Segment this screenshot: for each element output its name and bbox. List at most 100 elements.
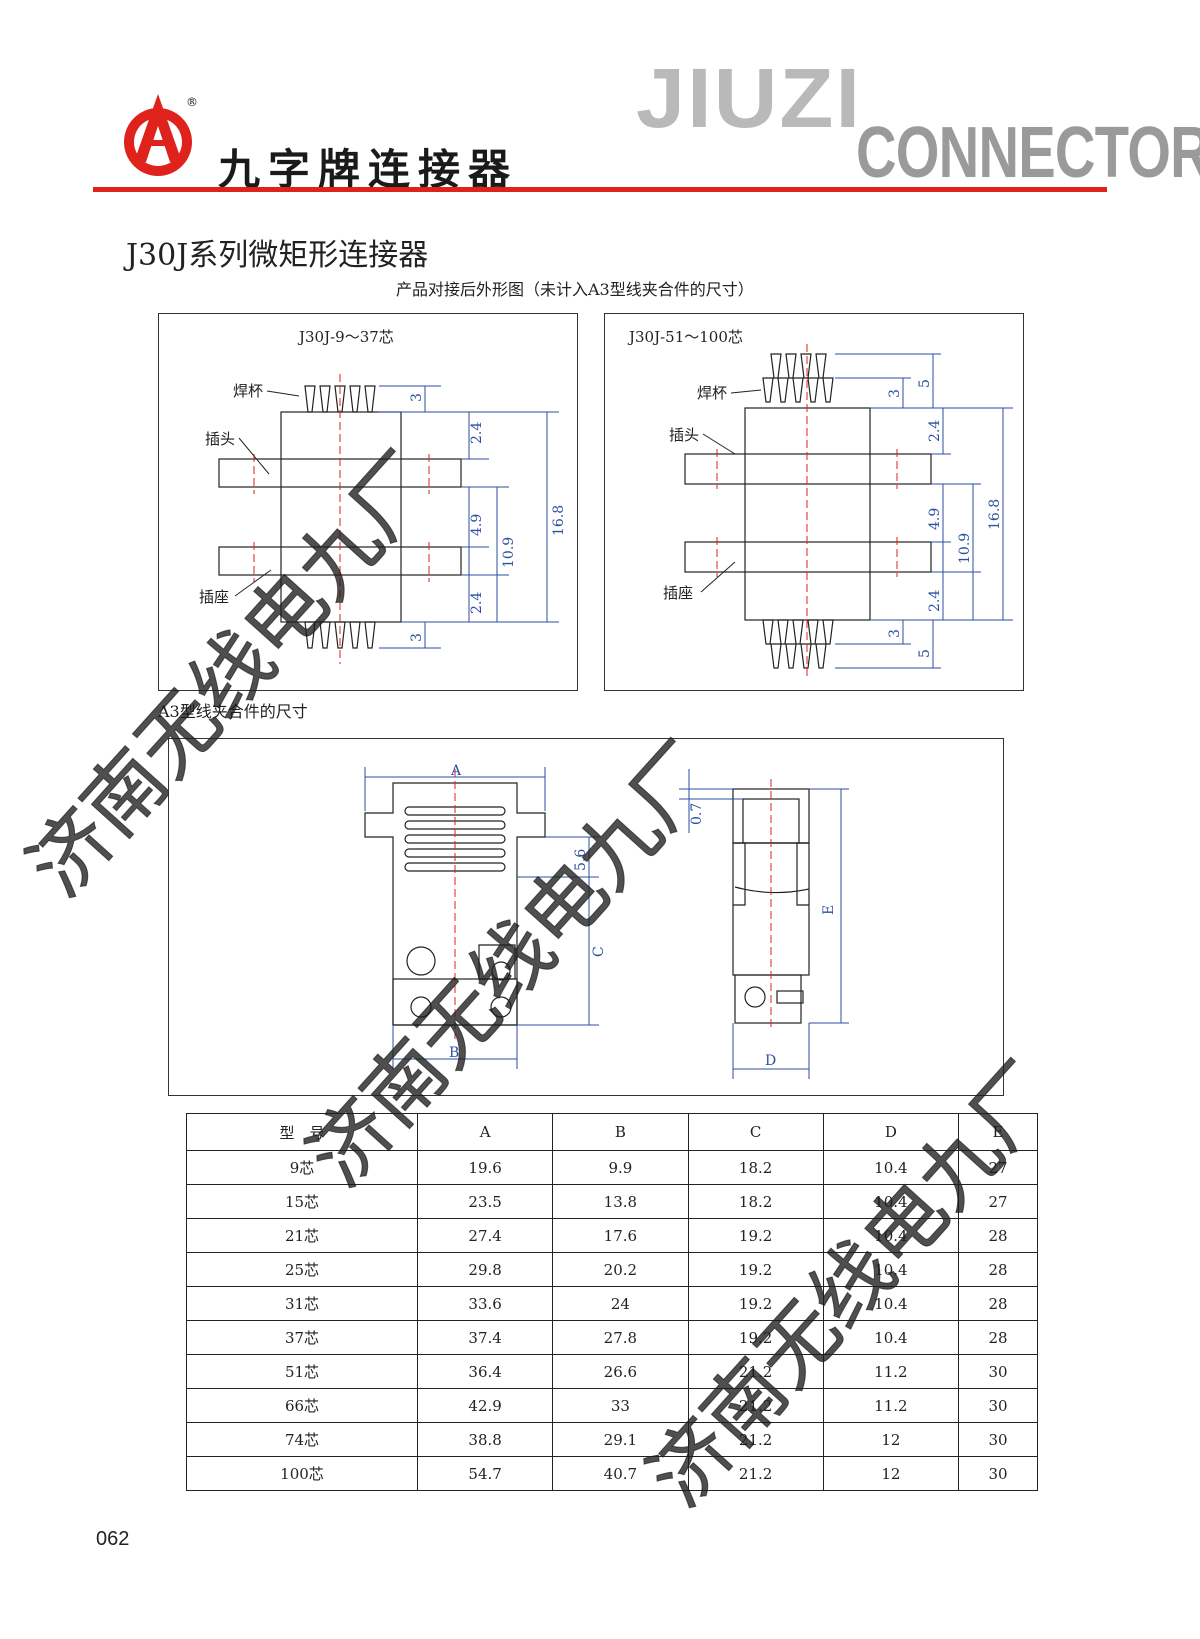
- cell-model: 21芯: [186, 1218, 418, 1253]
- diagram-right-title: J30J-51～100芯: [629, 328, 743, 346]
- dim-2-4-top: 2.4: [927, 420, 943, 442]
- diagram-right-panel: J30J-51～100芯: [604, 313, 1024, 691]
- cell-model: 74芯: [186, 1422, 418, 1457]
- cell-c: 21.2: [687, 1422, 824, 1457]
- cell-e: 30: [958, 1388, 1038, 1423]
- cell-d: 10.4: [822, 1286, 960, 1321]
- cell-c: 21.2: [687, 1354, 824, 1389]
- label-plug: 插头: [669, 426, 699, 444]
- col-header-a: A: [416, 1113, 554, 1151]
- cell-d: 12: [822, 1456, 960, 1491]
- cell-d: 11.2: [822, 1388, 960, 1423]
- cell-model: 9芯: [186, 1150, 418, 1185]
- cell-e: 30: [958, 1354, 1038, 1389]
- dim-a: A: [450, 763, 462, 779]
- col-header-c: C: [687, 1113, 824, 1151]
- clamp-drawing: A B C 5.6 0.7 E D: [364, 763, 849, 1079]
- diagram-left-drawing: 3 2.4 4.9 10.9 16.8 2.4 3 焊杯 插头 插座: [199, 374, 567, 664]
- cell-b: 13.8: [552, 1184, 689, 1219]
- dim-3-bottom: 3: [409, 633, 425, 642]
- label-socket: 插座: [199, 588, 229, 606]
- dim-5-6: 5.6: [573, 849, 589, 871]
- dim-3-top: 3: [887, 389, 903, 398]
- dim-5-top: 5: [917, 379, 933, 388]
- dim-16-8: 16.8: [987, 499, 1003, 530]
- cell-model: 31芯: [186, 1286, 418, 1321]
- dim-b: B: [449, 1045, 459, 1061]
- dim-c: C: [591, 946, 607, 957]
- cell-d: 10.4: [822, 1218, 960, 1253]
- cell-a: 33.6: [416, 1286, 554, 1321]
- cell-model: 51芯: [186, 1354, 418, 1389]
- cell-e: 28: [958, 1286, 1038, 1321]
- cell-c: 21.2: [687, 1456, 824, 1491]
- cell-b: 27.8: [552, 1320, 689, 1355]
- label-plug: 插头: [205, 430, 235, 448]
- cell-a: 23.5: [416, 1184, 554, 1219]
- brand-logo: ®: [124, 94, 198, 176]
- clamp-diagram-panel: A B C 5.6 0.7 E D: [168, 738, 1004, 1096]
- cell-model: 15芯: [186, 1184, 418, 1219]
- cell-d: 10.4: [822, 1184, 960, 1219]
- cell-e: 30: [958, 1456, 1038, 1491]
- cell-a: 42.9: [416, 1388, 554, 1423]
- cell-a: 36.4: [416, 1354, 554, 1389]
- dim-0-7: 0.7: [689, 803, 705, 825]
- cell-a: 54.7: [416, 1456, 554, 1491]
- cell-a: 37.4: [416, 1320, 554, 1355]
- table-header-row: 型 号 A B C D E: [186, 1113, 1038, 1151]
- page-title: J30J系列微矩形连接器: [126, 238, 429, 273]
- cell-c: 19.2: [687, 1286, 824, 1321]
- cell-e: 28: [958, 1218, 1038, 1253]
- dim-10-9: 10.9: [501, 537, 517, 568]
- col-header-model: 型 号: [186, 1113, 418, 1151]
- cell-e: 28: [958, 1252, 1038, 1287]
- cell-e: 28: [958, 1320, 1038, 1355]
- cell-b: 33: [552, 1388, 689, 1423]
- page-number: 062: [96, 1528, 130, 1550]
- dim-10-9: 10.9: [957, 533, 973, 564]
- cell-d: 11.2: [822, 1354, 960, 1389]
- dim-2-4-top: 2.4: [469, 422, 485, 444]
- label-socket: 插座: [663, 584, 693, 602]
- cell-d: 10.4: [822, 1252, 960, 1287]
- cell-c: 18.2: [687, 1184, 824, 1219]
- cell-model: 66芯: [186, 1388, 418, 1423]
- cell-b: 9.9: [552, 1150, 689, 1185]
- dim-2-4-bottom: 2.4: [469, 592, 485, 614]
- header-rule: [93, 187, 1107, 192]
- dim-2-4-bottom: 2.4: [927, 590, 943, 612]
- dim-16-8: 16.8: [551, 505, 567, 536]
- col-header-e: E: [958, 1113, 1038, 1151]
- dim-5-bottom: 5: [917, 649, 933, 658]
- cell-e: 27: [958, 1150, 1038, 1185]
- cell-c: 19.2: [687, 1320, 824, 1355]
- cell-b: 24: [552, 1286, 689, 1321]
- diagram-left-panel: J30J-9～37芯: [158, 313, 578, 691]
- cell-d: 10.4: [822, 1320, 960, 1355]
- diagram-right-drawing: 3 5 2.4 4.9 10.9 16.8 2.4 3 5 焊杯 插头 插座: [663, 344, 1013, 678]
- cell-c: 18.2: [687, 1150, 824, 1185]
- cell-c: 19.2: [687, 1218, 824, 1253]
- col-header-b: B: [552, 1113, 689, 1151]
- a3-clamp-label: A3型线夹合件的尺寸: [158, 702, 308, 721]
- cell-b: 17.6: [552, 1218, 689, 1253]
- cell-a: 27.4: [416, 1218, 554, 1253]
- cell-e: 27: [958, 1184, 1038, 1219]
- cell-e: 30: [958, 1422, 1038, 1457]
- page-subtitle: 产品对接后外形图（未计入A3型线夹合件的尺寸）: [396, 280, 754, 299]
- label-solder-cup: 焊杯: [697, 384, 727, 402]
- label-solder-cup: 焊杯: [233, 382, 263, 400]
- col-header-d: D: [822, 1113, 960, 1151]
- cell-model: 25芯: [186, 1252, 418, 1287]
- brand-name-en-1: JIUZI: [636, 51, 863, 145]
- cell-d: 10.4: [822, 1150, 960, 1185]
